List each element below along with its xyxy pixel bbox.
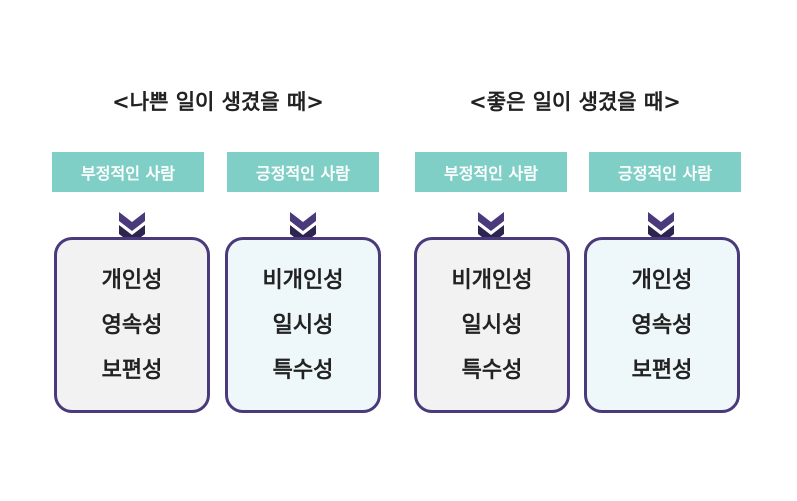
list-item: 개인성 bbox=[631, 267, 693, 293]
heading-good: <좋은 일이 생겼을 때> bbox=[469, 90, 681, 114]
label-col-1: 부정적인 사람 bbox=[52, 152, 204, 192]
box-col-4: 개인성 영속성 보편성 bbox=[584, 237, 740, 413]
list-item: 영속성 bbox=[101, 312, 163, 338]
list-item: 보편성 bbox=[101, 357, 163, 383]
heading-bad: <나쁜 일이 생겼을 때> bbox=[112, 90, 324, 114]
list-item: 영속성 bbox=[631, 312, 693, 338]
list-item: 일시성 bbox=[272, 312, 334, 338]
list-item: 비개인성 bbox=[451, 267, 533, 293]
label-col-4: 긍정적인 사람 bbox=[589, 152, 741, 192]
list-item: 비개인성 bbox=[262, 267, 344, 293]
list-item: 보편성 bbox=[631, 357, 693, 383]
box-col-1: 개인성 영속성 보편성 bbox=[54, 237, 210, 413]
list-item: 개인성 bbox=[101, 267, 163, 293]
list-item: 일시성 bbox=[461, 312, 523, 338]
label-col-2: 긍정적인 사람 bbox=[227, 152, 379, 192]
box-col-3: 비개인성 일시성 특수성 bbox=[414, 237, 570, 413]
label-col-3: 부정적인 사람 bbox=[415, 152, 567, 192]
list-item: 특수성 bbox=[461, 357, 523, 383]
list-item: 특수성 bbox=[272, 357, 334, 383]
box-col-2: 비개인성 일시성 특수성 bbox=[225, 237, 381, 413]
